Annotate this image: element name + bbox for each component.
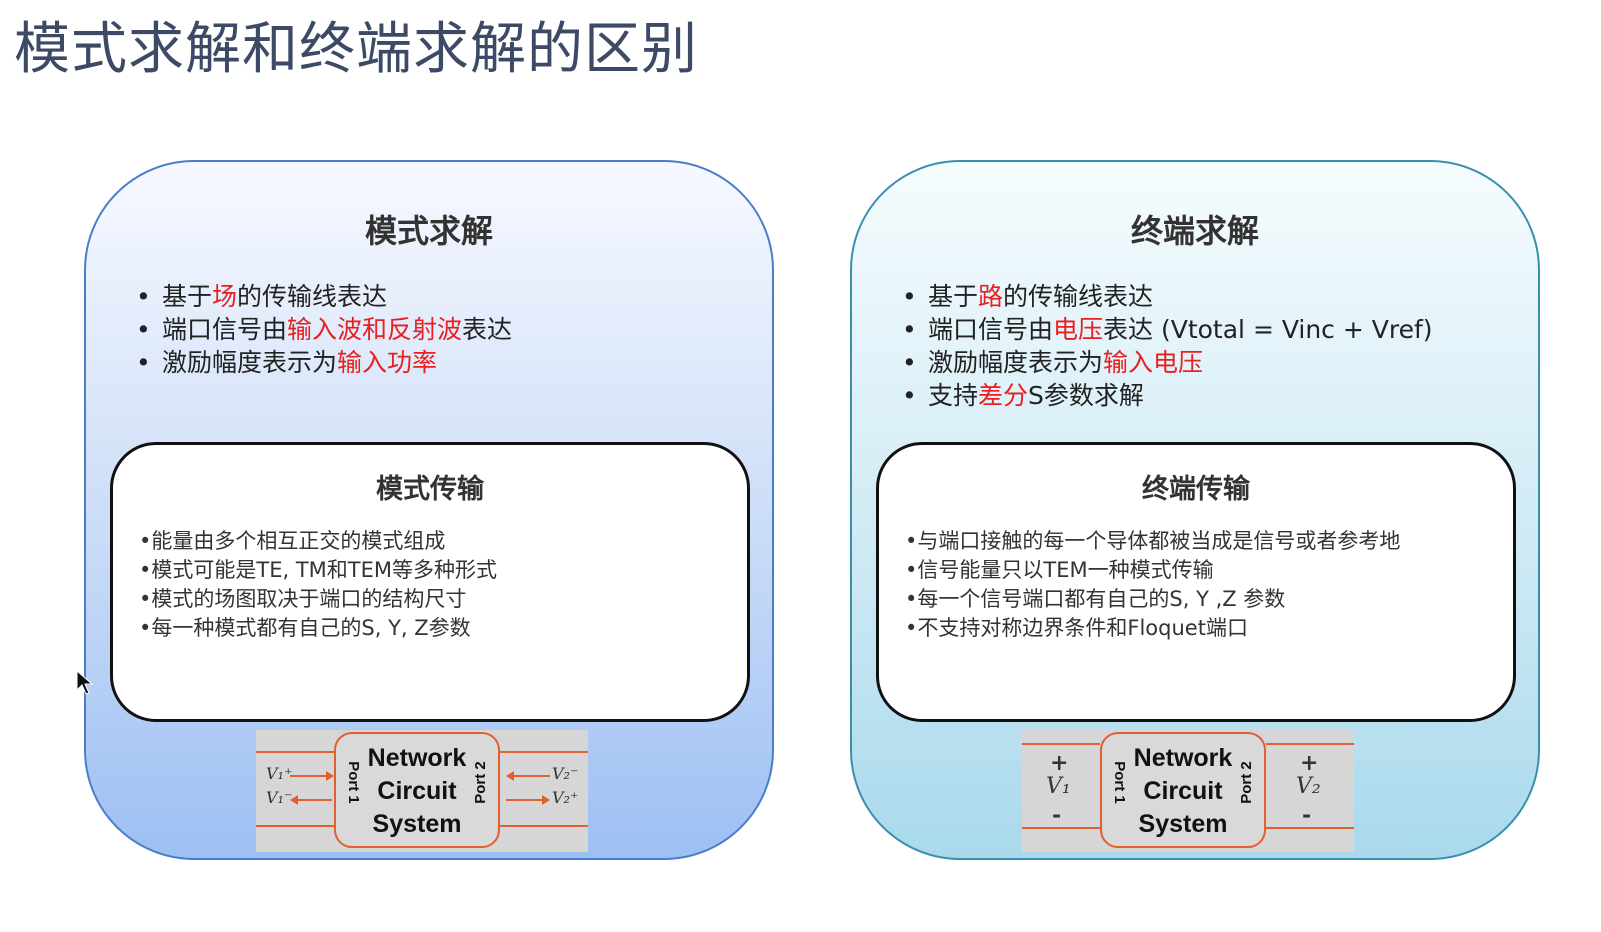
bullet-text: 表达 — [462, 315, 513, 344]
bullet-item: • 端口信号由电压表达 (Vtotal = Vinc + Vref) — [902, 313, 1433, 346]
bullet-dot-icon: • — [902, 315, 917, 344]
list-item: •信号能量只以TEM一种模式传输 — [905, 558, 1214, 582]
network-label-line: Circuit — [377, 777, 457, 805]
mode-box-title: 模式传输 — [376, 474, 484, 505]
highlight-text: 电压 — [1053, 315, 1104, 344]
network-label-line: System — [1138, 810, 1228, 838]
v2-label: V₂ — [1296, 774, 1321, 799]
mode-diagram-lines — [256, 751, 588, 827]
bullet-text: 激励幅度表示为 — [928, 348, 1104, 377]
arrow-right-icon — [506, 795, 550, 805]
v2-plus-label: V₂⁺ — [552, 788, 579, 807]
highlight-text: 差分 — [978, 381, 1029, 410]
v1-plus-label: V₁⁺ — [266, 764, 293, 783]
network-label-line: System — [372, 810, 462, 838]
bullet-dot-icon: • — [902, 381, 917, 410]
v1-minus-sign: - — [1052, 802, 1062, 828]
bullet-dot-icon: • — [902, 348, 917, 377]
list-item: •每一个信号端口都有自己的S, Y ,Z 参数 — [905, 587, 1286, 611]
term-bullet-list: • 基于路的传输线表达 • 端口信号由电压表达 (Vtotal = Vinc + Vr… — [902, 280, 1433, 412]
v2-minus-sign: - — [1302, 802, 1312, 828]
bullet-item: • 支持差分S参数求解 — [902, 379, 1433, 412]
bullet-item: • 激励幅度表示为输入功率 — [136, 346, 512, 379]
port2-label: Port 2 — [472, 761, 490, 804]
network-label: Network Circuit System — [360, 742, 474, 841]
list-item: •模式可能是TE, TM和TEM等多种形式 — [139, 558, 497, 582]
arrow-right-icon — [290, 771, 334, 781]
highlight-text: 输入功率 — [337, 348, 438, 377]
term-diagram-lines — [1022, 743, 1354, 829]
highlight-text: 场 — [212, 282, 238, 311]
term-box-list: •与端口接触的每一个导体都被当成是信号或者参考地 •信号能量只以TEM一种模式传… — [905, 527, 1400, 643]
bullet-text: 表达 (Vtotal = Vinc + Vref) — [1103, 315, 1433, 344]
network-circuit-box: Network Circuit System Port 1 Port 2 — [1100, 732, 1266, 848]
bullet-text: 的传输线表达 — [237, 282, 388, 311]
mode-panel-title: 模式求解 — [364, 212, 493, 250]
bullet-text: 支持 — [928, 381, 979, 410]
v2-plus-sign: + — [1300, 750, 1319, 776]
slide-title: 模式求解和终端求解的区别 — [14, 17, 698, 82]
bullet-text: 的传输线表达 — [1003, 282, 1154, 311]
list-item: •不支持对称边界条件和Floquet端口 — [905, 616, 1248, 640]
bullet-item: • 基于路的传输线表达 — [902, 280, 1433, 313]
bullet-text: 基于 — [928, 282, 979, 311]
port1-label: Port 1 — [1110, 761, 1128, 804]
v2-minus-label: V₂⁻ — [552, 764, 579, 783]
highlight-text: 输入波和反射波 — [287, 315, 463, 344]
network-label: Network Circuit System — [1126, 742, 1240, 841]
bullet-text: 端口信号由 — [162, 315, 288, 344]
list-item: •每一种模式都有自己的S, Y, Z参数 — [139, 616, 471, 640]
term-box-title: 终端传输 — [1142, 474, 1250, 505]
bullet-text: 激励幅度表示为 — [162, 348, 338, 377]
highlight-text: 路 — [978, 282, 1004, 311]
mode-transmission-box: 模式传输 •能量由多个相互正交的模式组成 •模式可能是TE, TM和TEM等多种… — [110, 442, 750, 722]
list-item: •模式的场图取决于端口的结构尺寸 — [139, 587, 467, 611]
list-item: •与端口接触的每一个导体都被当成是信号或者参考地 — [905, 529, 1401, 553]
bullet-text: 端口信号由 — [928, 315, 1054, 344]
bullet-text: S参数求解 — [1028, 381, 1144, 410]
bullet-text: 基于 — [162, 282, 213, 311]
mode-box-list: •能量由多个相互正交的模式组成 •模式可能是TE, TM和TEM等多种形式 •模… — [139, 527, 497, 643]
v1-plus-sign: + — [1050, 750, 1069, 776]
mode-solution-panel: 模式求解 • 基于场的传输线表达 • 端口信号由输入波和反射波表达 • 激励幅度表示为输入… — [84, 160, 774, 860]
arrow-left-icon — [506, 771, 550, 781]
term-panel-title: 终端求解 — [1130, 212, 1259, 250]
network-label-line: Network — [1133, 744, 1233, 772]
bullet-dot-icon: • — [902, 282, 917, 311]
network-label-line: Circuit — [1143, 777, 1223, 805]
term-transmission-box: 终端传输 •与端口接触的每一个导体都被当成是信号或者参考地 •信号能量只以TEM… — [876, 442, 1516, 722]
terminal-solution-panel: 终端求解 • 基于路的传输线表达 • 端口信号由电压表达 (Vtotal = Vinc… — [850, 160, 1540, 860]
network-circuit-box: Network Circuit System Port 1 Port 2 — [334, 732, 500, 848]
mode-bullet-list: • 基于场的传输线表达 • 端口信号由输入波和反射波表达 • 激励幅度表示为输入功率 — [136, 280, 512, 379]
bullet-dot-icon: • — [136, 282, 151, 311]
port1-label: Port 1 — [344, 761, 362, 804]
bullet-item: • 激励幅度表示为输入电压 — [902, 346, 1433, 379]
bullet-dot-icon: • — [136, 348, 151, 377]
term-network-diagram: + V₁ - + V₂ - Network Circuit System Por… — [1022, 730, 1354, 852]
mouse-cursor-icon — [76, 670, 94, 695]
list-item: •能量由多个相互正交的模式组成 — [139, 529, 446, 553]
bullet-item: • 端口信号由输入波和反射波表达 — [136, 313, 512, 346]
network-label-line: Network — [367, 744, 467, 772]
bullet-dot-icon: • — [136, 315, 151, 344]
bullet-item: • 基于场的传输线表达 — [136, 280, 512, 313]
port2-label: Port 2 — [1238, 761, 1256, 804]
v1-minus-label: V₁⁻ — [266, 788, 293, 807]
v1-label: V₁ — [1046, 774, 1071, 799]
mode-network-diagram: V₁⁺ V₁⁻ V₂⁻ V₂⁺ Network Circuit System P… — [256, 730, 588, 852]
arrow-left-icon — [290, 795, 332, 805]
highlight-text: 输入电压 — [1103, 348, 1204, 377]
